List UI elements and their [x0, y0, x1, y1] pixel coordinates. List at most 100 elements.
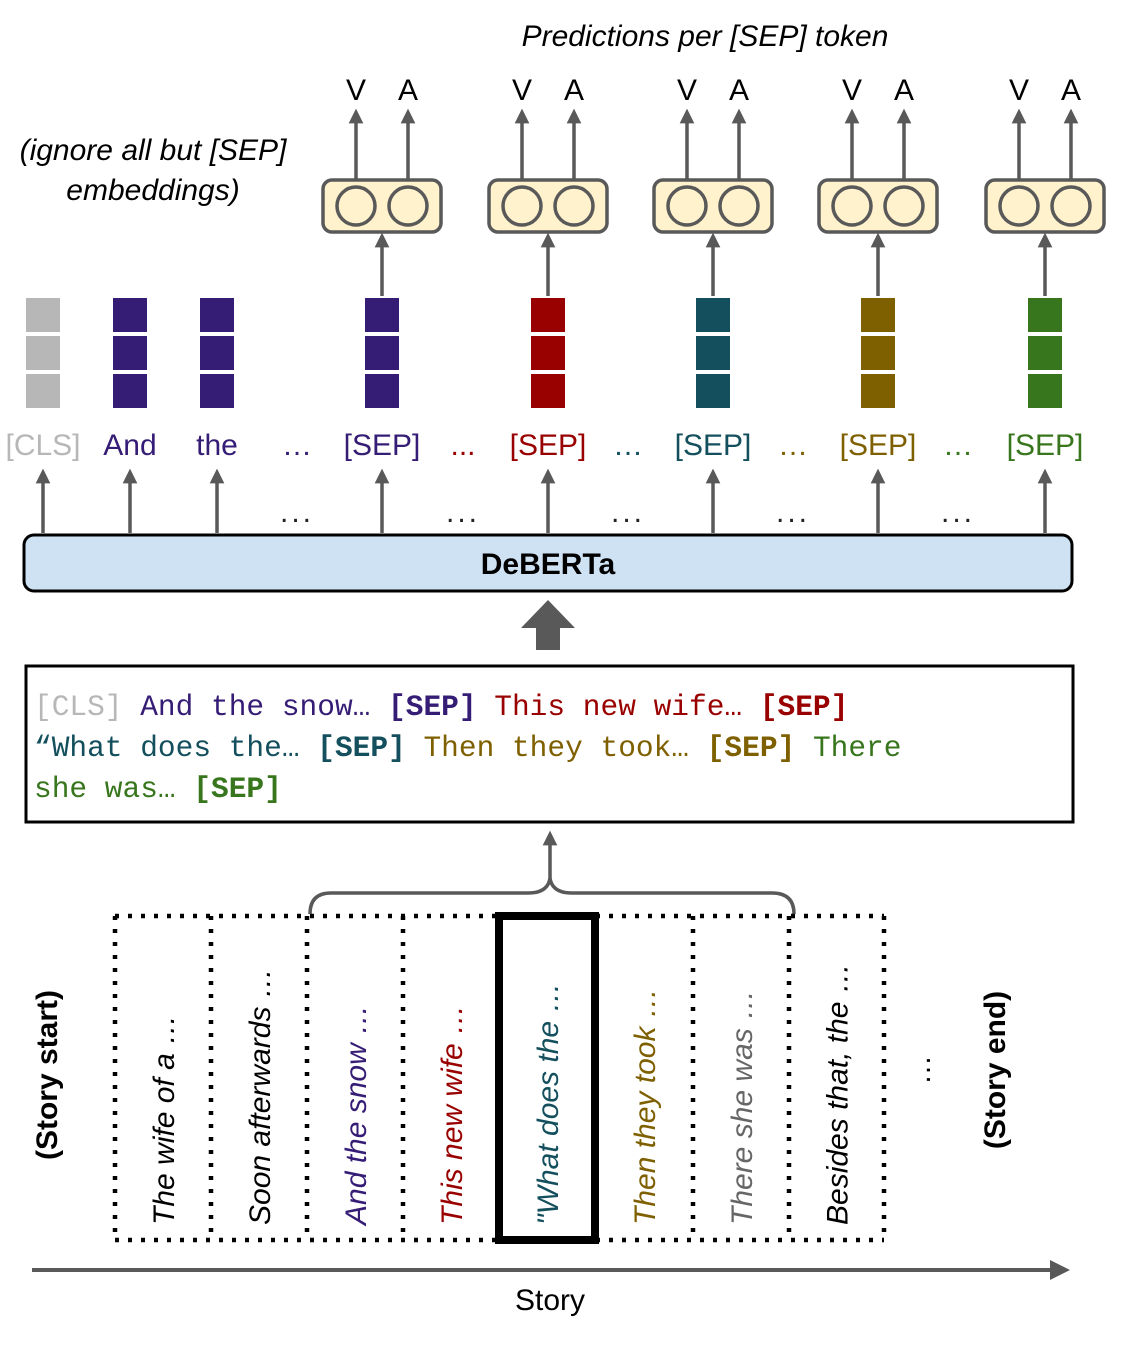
embedding-cell: [26, 374, 60, 408]
input-segment: [742, 690, 760, 724]
encoder-label: DeBERTa: [481, 548, 616, 581]
embedding-cell: [861, 374, 895, 408]
input-segment: Then they took…: [423, 731, 689, 765]
omitted-tokens-dots: ...: [280, 496, 314, 529]
input-segment: “What does the…: [34, 731, 300, 765]
input-segment: [795, 731, 813, 765]
embedding-cell: [113, 298, 147, 332]
embedding-cell: [365, 374, 399, 408]
head-neuron: [998, 185, 1040, 227]
token-label: [SEP]: [840, 429, 917, 462]
embedding-cell: [696, 374, 730, 408]
token-label: the: [196, 429, 238, 462]
input-segment: [370, 690, 388, 724]
token-label: And: [103, 429, 156, 462]
input-segment: This new wife…: [494, 690, 742, 724]
embedding-cell: [200, 298, 234, 332]
embedding-cell: [696, 298, 730, 332]
story-sentence: This new wife …: [436, 1005, 469, 1225]
story-sentence: "What does the …: [532, 983, 565, 1225]
story-axis-label: Story: [515, 1284, 585, 1317]
embedding-cell: [1028, 374, 1062, 408]
ignore-note-line-1: (ignore all but [SEP]: [20, 134, 287, 167]
embedding-cell: [26, 336, 60, 370]
story-sentence: Soon afterwards …: [244, 968, 277, 1225]
sep-token: [SEP]: [193, 772, 282, 806]
encoder-box: [22, 533, 1074, 593]
input-segment: [406, 731, 424, 765]
story-sentences: The wife of a … Soon afterwards … And the …: [112, 912, 937, 1244]
story-sentence: There she was …: [726, 990, 759, 1225]
omitted-tokens-dots: ...: [776, 496, 810, 529]
token-label: …: [282, 429, 312, 462]
head-neuron: [666, 185, 708, 227]
head-neuron: [831, 185, 873, 227]
input-text-line-3: she was… [SEP]: [34, 772, 282, 806]
token-label: …: [613, 429, 643, 462]
window-brace: [308, 877, 796, 915]
embedding-cell: [696, 336, 730, 370]
input-segment: [CLS]: [34, 690, 123, 724]
embedding-cell: [113, 374, 147, 408]
embedding-cell: [861, 298, 895, 332]
input-segment: And the snow…: [140, 690, 370, 724]
input-segment: [300, 731, 318, 765]
current-sentence-highlight: [495, 912, 599, 1244]
arousal-label: A: [398, 74, 418, 107]
token-label: [CLS]: [5, 429, 80, 462]
story-start-label: (Story start): [31, 990, 64, 1160]
arousal-label: A: [729, 74, 749, 107]
input-segment: [689, 731, 707, 765]
input-segment: [477, 690, 495, 724]
embedding-stacks: [26, 298, 1062, 408]
sep-token: [SEP]: [388, 690, 477, 724]
embedding-cell: [200, 374, 234, 408]
input-text-box: [24, 664, 1075, 824]
omitted-tokens-dots: ...: [941, 496, 975, 529]
head-neuron: [335, 185, 377, 227]
embedding-cell: [365, 298, 399, 332]
embedding-cell: [1028, 336, 1062, 370]
embedding-cell: [1028, 298, 1062, 332]
sep-token: [SEP]: [707, 731, 796, 765]
story-continuation-dots: …: [904, 1055, 937, 1085]
token-label: [SEP]: [675, 429, 752, 462]
input-text-line-1: [CLS] And the snow… [SEP] This new wife……: [34, 690, 848, 724]
ignore-note-line-2: embeddings): [66, 174, 239, 207]
head-neuron: [718, 185, 760, 227]
token-label: [SEP]: [1007, 429, 1084, 462]
story-sentence: And the snow …: [340, 1005, 373, 1227]
input-text-line-2: “What does the… [SEP] Then they took… [S…: [34, 731, 901, 765]
head-neuron: [501, 185, 543, 227]
story-end-label: (Story end): [979, 991, 1012, 1149]
input-to-encoder-arrow: [521, 600, 575, 650]
input-segment: [123, 690, 141, 724]
sep-token: [SEP]: [760, 690, 849, 724]
embedding-cell: [113, 336, 147, 370]
arousal-label: A: [894, 74, 914, 107]
token-label: [SEP]: [510, 429, 587, 462]
valence-label: V: [346, 74, 366, 107]
sep-token: [SEP]: [317, 731, 406, 765]
embedding-cell: [531, 298, 565, 332]
story-sentence: Then they took …: [629, 988, 662, 1225]
head-neuron: [883, 185, 925, 227]
head-neuron: [387, 185, 429, 227]
token-label: ...: [450, 429, 475, 462]
token-label: …: [778, 429, 808, 462]
embedding-cell: [365, 336, 399, 370]
valence-label: V: [1009, 74, 1029, 107]
story-sentence: The wife of a …: [148, 1015, 181, 1225]
valence-label: V: [842, 74, 862, 107]
valence-label: V: [677, 74, 697, 107]
arousal-label: A: [1061, 74, 1081, 107]
embedding-cell: [531, 336, 565, 370]
omitted-tokens-dots: ...: [611, 496, 645, 529]
input-segment: There: [813, 731, 902, 765]
